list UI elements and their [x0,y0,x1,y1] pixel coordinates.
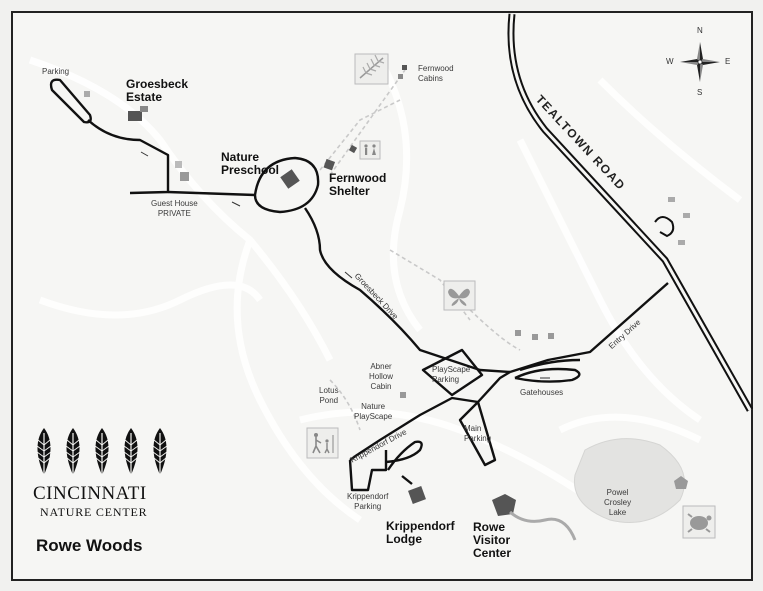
logo-line-1: CINCINNATI [33,483,147,504]
label-fernwood-shelter: Fernwood Shelter [329,171,387,198]
label-rowe-visitor-center: Rowe Visitor Center [473,520,512,560]
label-main-parking: Main Parking [464,424,492,443]
main-roads [49,78,669,492]
lake-shape [573,438,685,523]
leaf-icon [36,428,168,481]
compass-w: W [666,57,674,66]
tealtown-road [507,13,754,412]
logo-line-2: NATURE CENTER [40,505,148,519]
label-playscape-parking: PlayScape Parking [432,365,471,384]
restroom-icon [359,140,381,160]
label-powel-crosley-lake: Powel Crosley Lake [604,488,632,517]
loop-east [654,216,675,238]
label-abner-hollow-cabin: Abner Hollow Cabin [369,362,394,391]
label-nature-playscape: Nature PlayScape [354,402,393,421]
label-nature-preschool: Nature Preschool [221,150,280,177]
compass-e: E [725,57,731,66]
label-fernwood-cabins: Fernwood Cabins [418,64,454,83]
region-title: Rowe Woods [36,536,143,555]
label-krippendorf-lodge: Krippendorf Lodge [386,519,455,546]
buildings [84,65,690,516]
fern-icon [354,53,389,85]
terrain-background [28,56,743,523]
compass-icon [680,42,720,82]
label-gatehouses: Gatehouses [520,388,564,397]
turtle-icon [682,505,716,539]
compass-n: N [697,26,703,35]
direction-arrows [140,151,550,379]
hiker-icon [306,427,339,459]
compass-s: S [697,88,703,97]
butterfly-icon [443,280,476,311]
label-groesbeck-estate: Groesbeck Estate [126,77,189,104]
walkway [509,510,577,541]
label-krippendorf-parking: Krippendorf Parking [347,492,389,511]
label-parking-top: Parking [42,67,70,76]
label-guest-house: Guest House PRIVATE [151,199,198,218]
label-lotus-pond: Lotus Pond [319,386,339,405]
shelter-icon [674,476,688,489]
